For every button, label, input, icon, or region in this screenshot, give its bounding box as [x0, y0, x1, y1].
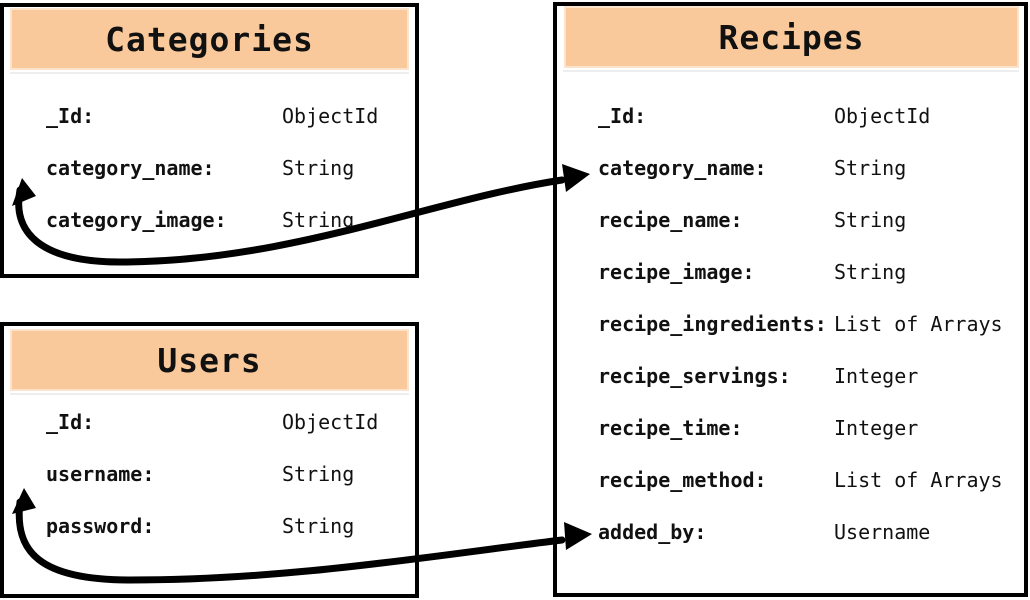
- categories-title: Categories: [12, 10, 407, 68]
- recipes-divider: [563, 70, 1019, 72]
- recipes-field-type: String: [834, 208, 907, 232]
- recipes-field-name: added_by:: [598, 520, 707, 544]
- recipes-field-type: Integer: [834, 416, 919, 440]
- recipes-table: [553, 2, 1028, 597]
- recipes-field-type: List of Arrays: [834, 468, 1003, 492]
- users-field-name: _Id:: [46, 410, 95, 434]
- categories-field-name: _Id:: [46, 104, 95, 128]
- recipes-field-name: recipe_image:: [598, 260, 755, 284]
- categories-field-name: category_image:: [46, 208, 227, 232]
- recipes-title: Recipes: [566, 8, 1017, 66]
- users-title: Users: [12, 331, 407, 389]
- users-field-type: String: [282, 514, 355, 538]
- recipes-field-type: ObjectId: [834, 104, 931, 128]
- recipes-field-name: recipe_ingredients:: [598, 312, 827, 336]
- categories-field-name: category_name:: [46, 156, 215, 180]
- users-field-name: username:: [46, 462, 155, 486]
- recipes-field-name: recipe_servings:: [598, 364, 791, 388]
- recipes-field-name: _Id:: [598, 104, 647, 128]
- categories-divider: [10, 72, 409, 74]
- relation-arrow-user: [15, 498, 566, 584]
- categories-field-type: ObjectId: [282, 104, 379, 128]
- relation-arrow-category: [15, 176, 566, 266]
- recipes-field-type: List of Arrays: [834, 312, 1003, 336]
- recipes-field-name: category_name:: [598, 156, 767, 180]
- recipes-field-name: recipe_method:: [598, 468, 767, 492]
- users-field-name: password:: [46, 514, 155, 538]
- users-divider: [10, 393, 409, 395]
- categories-field-type: String: [282, 156, 355, 180]
- recipes-field-type: Integer: [834, 364, 919, 388]
- recipes-field-name: recipe_name:: [598, 208, 743, 232]
- recipes-field-type: String: [834, 156, 907, 180]
- users-field-type: ObjectId: [282, 410, 379, 434]
- recipes-field-type: Username: [834, 520, 931, 544]
- arrowhead-left-icon: [12, 178, 36, 206]
- arrowhead-left-icon: [12, 488, 36, 514]
- arrowhead-right-icon: [562, 164, 590, 192]
- users-field-type: String: [282, 462, 355, 486]
- recipes-field-name: recipe_time:: [598, 416, 743, 440]
- recipes-field-type: String: [834, 260, 907, 284]
- arrowhead-right-icon: [564, 522, 592, 550]
